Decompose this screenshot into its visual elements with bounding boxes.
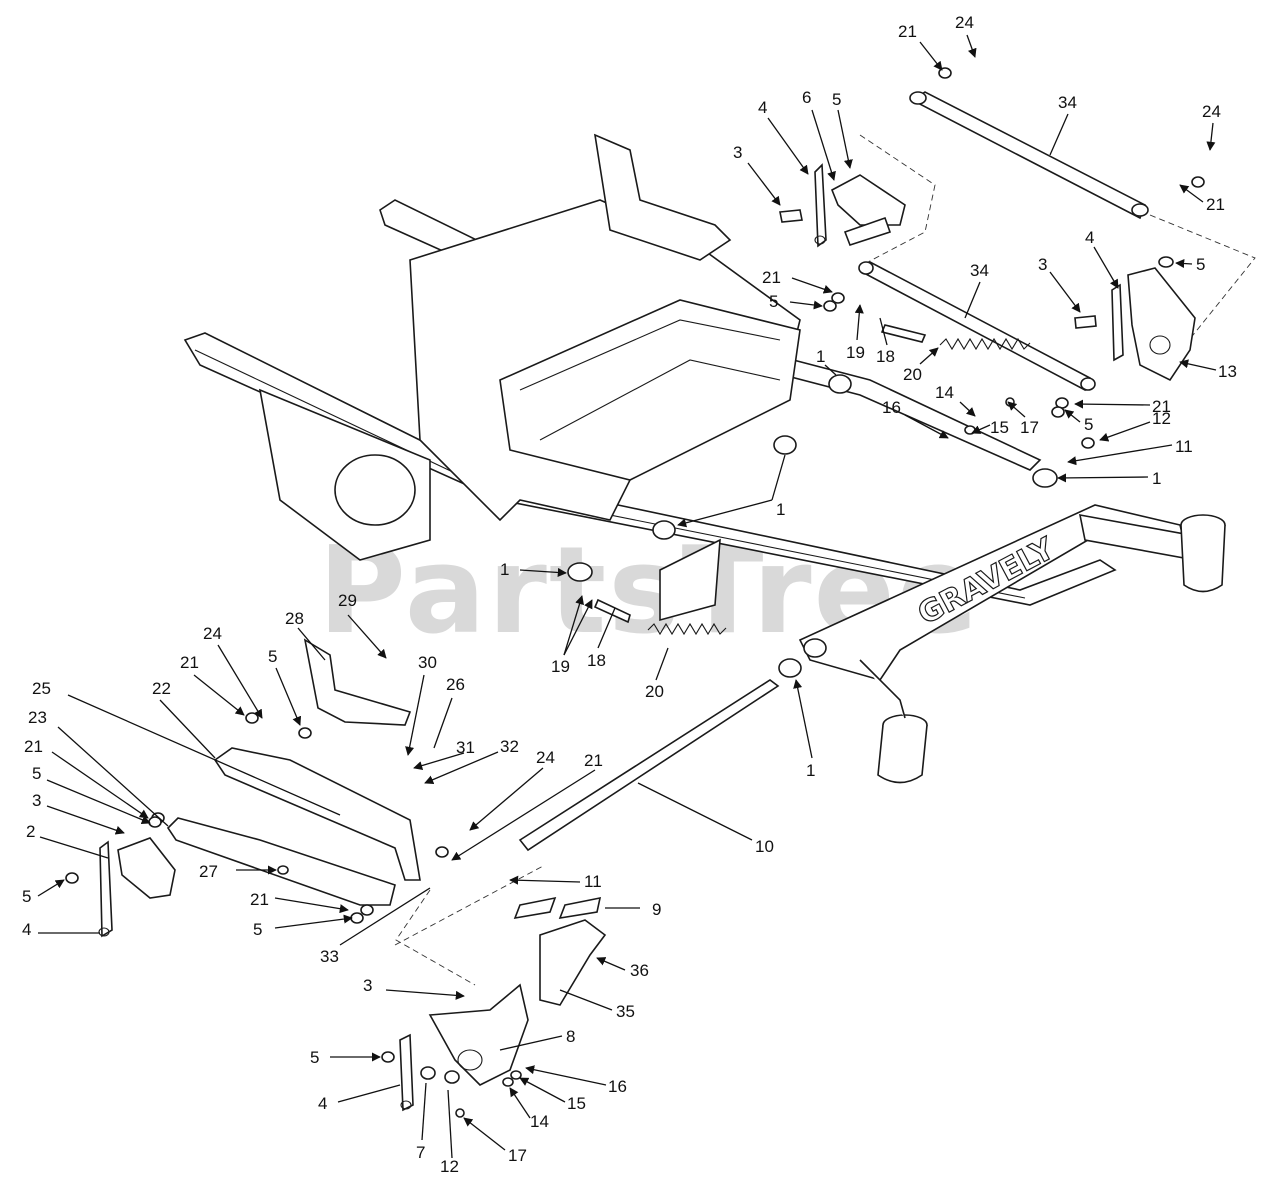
callout-12: 12 (440, 1157, 459, 1176)
callout-2: 2 (26, 822, 35, 841)
bushings (567, 374, 1058, 678)
callout-24: 24 (1202, 102, 1221, 121)
callout-15: 15 (567, 1094, 586, 1113)
lower-left-plates (98, 638, 780, 986)
callout-5: 5 (32, 764, 41, 783)
callout-5: 5 (253, 920, 262, 939)
lower-center-assembly (399, 896, 607, 1112)
linkage-rods (858, 91, 1256, 392)
fasteners (65, 67, 1205, 1118)
callout-4: 4 (318, 1094, 327, 1113)
callout-8: 8 (566, 1027, 575, 1046)
callout-34: 34 (970, 261, 989, 280)
callout-21: 21 (250, 890, 269, 909)
callout-21: 21 (584, 751, 603, 770)
callout-13: 13 (1218, 362, 1237, 381)
callout-6: 6 (802, 88, 811, 107)
callout-23: 23 (28, 708, 47, 727)
callout-31: 31 (456, 738, 475, 757)
callout-3: 3 (32, 791, 41, 810)
callout-24: 24 (203, 624, 222, 643)
callout-16: 16 (608, 1077, 627, 1096)
callout-16: 16 (882, 398, 901, 417)
callout-1: 1 (816, 347, 825, 366)
callout-17: 17 (508, 1146, 527, 1165)
callout-7: 7 (416, 1143, 425, 1162)
callout-21: 21 (1206, 195, 1225, 214)
callout-1: 1 (806, 761, 815, 780)
callout-33: 33 (320, 947, 339, 966)
main-frame: GRAVELY (183, 133, 1226, 784)
callout-20: 20 (903, 365, 922, 384)
callout-5: 5 (310, 1048, 319, 1067)
callout-24: 24 (955, 13, 974, 32)
callout-30: 30 (418, 653, 437, 672)
callout-25: 25 (32, 679, 51, 698)
callout-32: 32 (500, 737, 519, 756)
callout-21: 21 (762, 268, 781, 287)
callout-19: 19 (551, 657, 570, 676)
callout-19: 19 (846, 343, 865, 362)
callout-1: 1 (1152, 469, 1161, 488)
callout-27: 27 (199, 862, 218, 881)
callout-21: 21 (24, 737, 43, 756)
callout-35: 35 (616, 1002, 635, 1021)
callout-3: 3 (363, 976, 372, 995)
callout-14: 14 (935, 383, 954, 402)
callout-5: 5 (22, 887, 31, 906)
callout-3: 3 (733, 143, 742, 162)
callout-11: 11 (584, 872, 602, 891)
callout-21: 21 (180, 653, 199, 672)
callout-5: 5 (832, 90, 841, 109)
callout-4: 4 (1085, 228, 1094, 247)
callout-9: 9 (652, 900, 661, 919)
callout-21: 21 (1152, 397, 1171, 416)
callout-10: 10 (755, 837, 774, 856)
callout-29: 29 (338, 591, 357, 610)
callout-labels: 21 24 24 21 34 6 5 4 3 21 5 34 4 3 5 13 … (22, 13, 1237, 1176)
callout-20: 20 (645, 682, 664, 701)
callout-17: 17 (1020, 418, 1039, 437)
callout-34: 34 (1058, 93, 1077, 112)
callout-36: 36 (630, 961, 649, 980)
callout-4: 4 (22, 920, 31, 939)
leader-lines (37, 34, 1217, 1159)
callout-5: 5 (1084, 415, 1093, 434)
callout-18: 18 (876, 347, 895, 366)
callout-5: 5 (268, 647, 277, 666)
callout-5: 5 (1196, 255, 1205, 274)
callout-14: 14 (530, 1112, 549, 1131)
callout-24: 24 (536, 748, 555, 767)
upper-brackets (779, 163, 1196, 382)
callout-15: 15 (990, 418, 1009, 437)
callout-28: 28 (285, 609, 304, 628)
callout-12: 12 (1152, 409, 1171, 428)
callout-21: 21 (898, 22, 917, 41)
callout-1: 1 (776, 500, 785, 519)
callout-3: 3 (1038, 255, 1047, 274)
callout-18: 18 (587, 651, 606, 670)
callout-4: 4 (758, 98, 767, 117)
callout-5: 5 (769, 292, 778, 311)
callout-11: 11 (1175, 437, 1193, 456)
callout-26: 26 (446, 675, 465, 694)
callout-1: 1 (500, 560, 509, 579)
callout-22: 22 (152, 679, 171, 698)
